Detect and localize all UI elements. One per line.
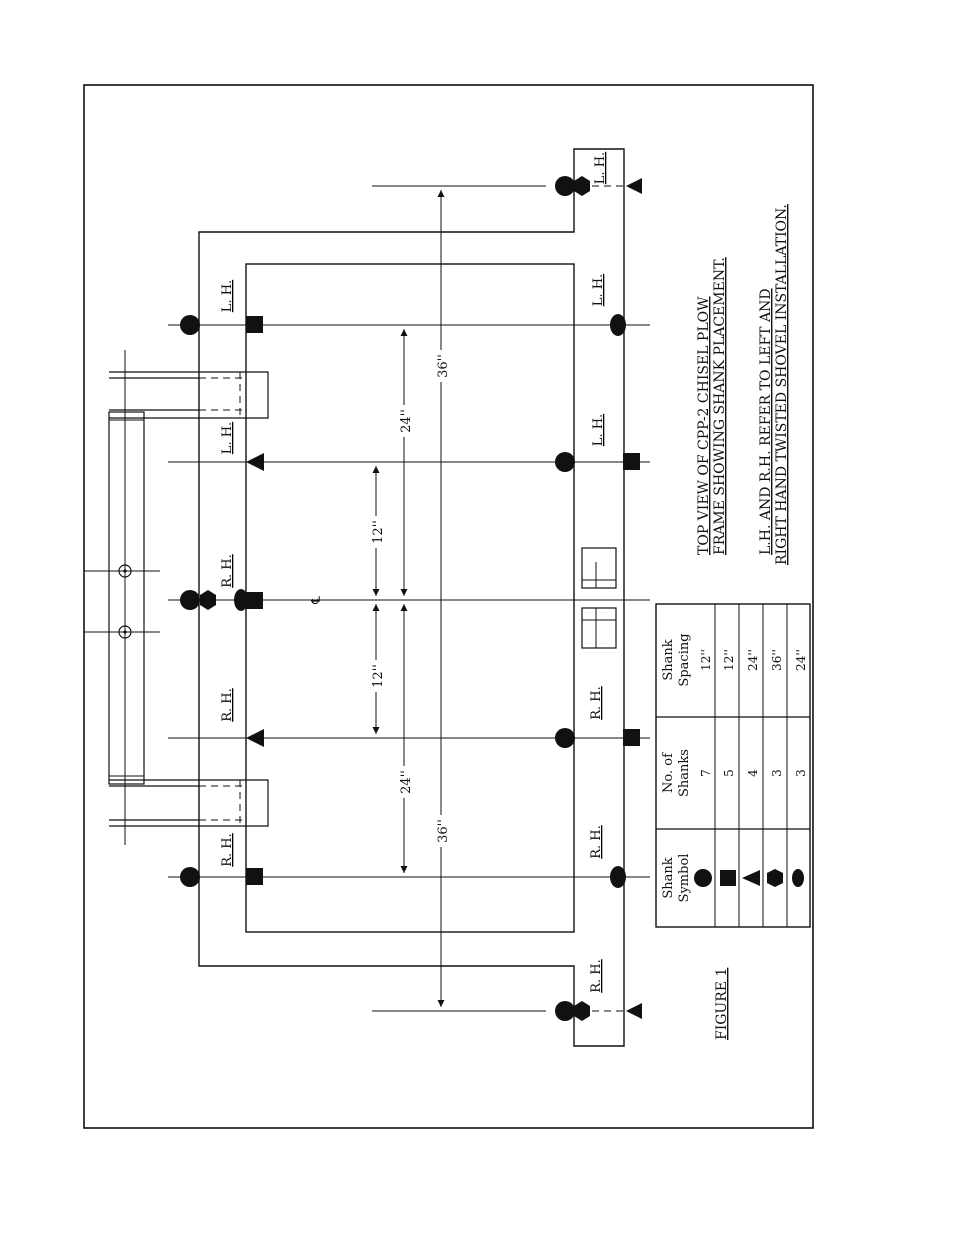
dim-24-top: 24'' bbox=[399, 409, 414, 433]
square-icon bbox=[623, 729, 640, 746]
label-rh-4: R. H. bbox=[220, 833, 235, 867]
hexagon-icon bbox=[574, 176, 590, 196]
label-lh-5: L. H. bbox=[591, 414, 606, 446]
legend-table: Shank Symbol No. of Shanks Shank Spacing… bbox=[655, 603, 811, 928]
plow-frame bbox=[84, 148, 625, 1047]
figure-note-line2: RIGHT HAND TWISTED SHOVEL INSTALLATION. bbox=[774, 204, 790, 565]
circle-icon bbox=[694, 869, 712, 887]
dim-12-bottom: 12'' bbox=[371, 664, 386, 688]
figure-label: FIGURE 1 bbox=[714, 968, 730, 1040]
triangle-icon bbox=[246, 453, 264, 471]
legend-header-count-2: Shanks bbox=[677, 749, 692, 797]
square-icon bbox=[246, 868, 263, 885]
label-rh-3: R. H. bbox=[589, 686, 604, 720]
square-icon bbox=[623, 453, 640, 470]
label-rh-5: R. H. bbox=[589, 825, 604, 859]
legend-header-spacing-2: Spacing bbox=[677, 633, 692, 686]
legend-shanks-2: 4 bbox=[746, 769, 760, 777]
centerline-symbol: ℄ bbox=[309, 596, 323, 605]
legend-spacing-1: 12'' bbox=[722, 649, 736, 671]
legend-header-symbol-2: Symbol bbox=[677, 854, 692, 903]
circle-icon bbox=[555, 176, 575, 196]
circle-icon bbox=[555, 728, 575, 748]
circle-icon bbox=[555, 452, 575, 472]
label-rh-6: R. H. bbox=[589, 959, 604, 993]
dim-36-top: 36'' bbox=[436, 354, 451, 378]
ellipse-icon bbox=[610, 314, 626, 336]
legend-shanks-3: 3 bbox=[770, 769, 784, 777]
square-icon bbox=[246, 592, 263, 609]
ellipse-icon bbox=[610, 866, 626, 888]
legend-spacing-2: 24'' bbox=[746, 649, 760, 671]
dimension-lines bbox=[372, 190, 445, 1007]
shank-symbols bbox=[180, 176, 642, 1021]
label-lh-2: L. H. bbox=[220, 280, 235, 312]
hexagon-icon bbox=[767, 869, 783, 887]
figure-note-line1: L.H. AND R.H. REFER TO LEFT AND bbox=[758, 288, 774, 555]
dim-24-bottom: 24'' bbox=[399, 770, 414, 794]
triangle-icon bbox=[626, 1003, 642, 1019]
legend-header-count-1: No. of bbox=[661, 752, 676, 793]
page-border bbox=[83, 84, 814, 1129]
legend-shanks-4: 3 bbox=[794, 769, 808, 777]
ellipse-icon bbox=[792, 869, 804, 887]
figure-title-line1: TOP VIEW OF CPP-2 CHISEL PLOW bbox=[696, 296, 712, 555]
triangle-icon bbox=[742, 870, 760, 886]
ellipse-icon bbox=[234, 589, 248, 611]
circle-icon bbox=[180, 315, 200, 335]
legend-shanks-0: 7 bbox=[699, 769, 713, 777]
circle-icon bbox=[180, 590, 200, 610]
label-lh-4: L. H. bbox=[220, 422, 235, 454]
square-icon bbox=[720, 870, 736, 886]
legend-shanks-1: 5 bbox=[722, 769, 736, 777]
hexagon-icon bbox=[574, 1001, 590, 1021]
figure-title-line2: FRAME SHOWING SHANK PLACEMENT. bbox=[712, 257, 728, 555]
legend-spacing-4: 24'' bbox=[794, 649, 808, 671]
legend-spacing-0: 12'' bbox=[699, 649, 713, 671]
circle-icon bbox=[555, 1001, 575, 1021]
dim-36-bottom: 36'' bbox=[436, 819, 451, 843]
label-lh-1: L. H. bbox=[593, 152, 608, 184]
circle-icon bbox=[180, 867, 200, 887]
triangle-icon bbox=[626, 178, 642, 194]
triangle-icon bbox=[246, 729, 264, 747]
label-rh-1: R. H. bbox=[220, 554, 235, 588]
hexagon-icon bbox=[200, 590, 216, 610]
square-icon bbox=[246, 316, 263, 333]
label-lh-3: L. H. bbox=[591, 274, 606, 306]
hand-labels: L. H. L. H. L. H. L. H. L. H. R. H. R. H… bbox=[220, 152, 608, 993]
legend-header-symbol-1: Shank bbox=[661, 857, 676, 898]
dim-12-top: 12'' bbox=[371, 520, 386, 544]
label-rh-2: R. H. bbox=[220, 688, 235, 722]
legend-spacing-3: 36'' bbox=[770, 649, 784, 671]
legend-header-spacing-1: Shank bbox=[661, 639, 676, 680]
